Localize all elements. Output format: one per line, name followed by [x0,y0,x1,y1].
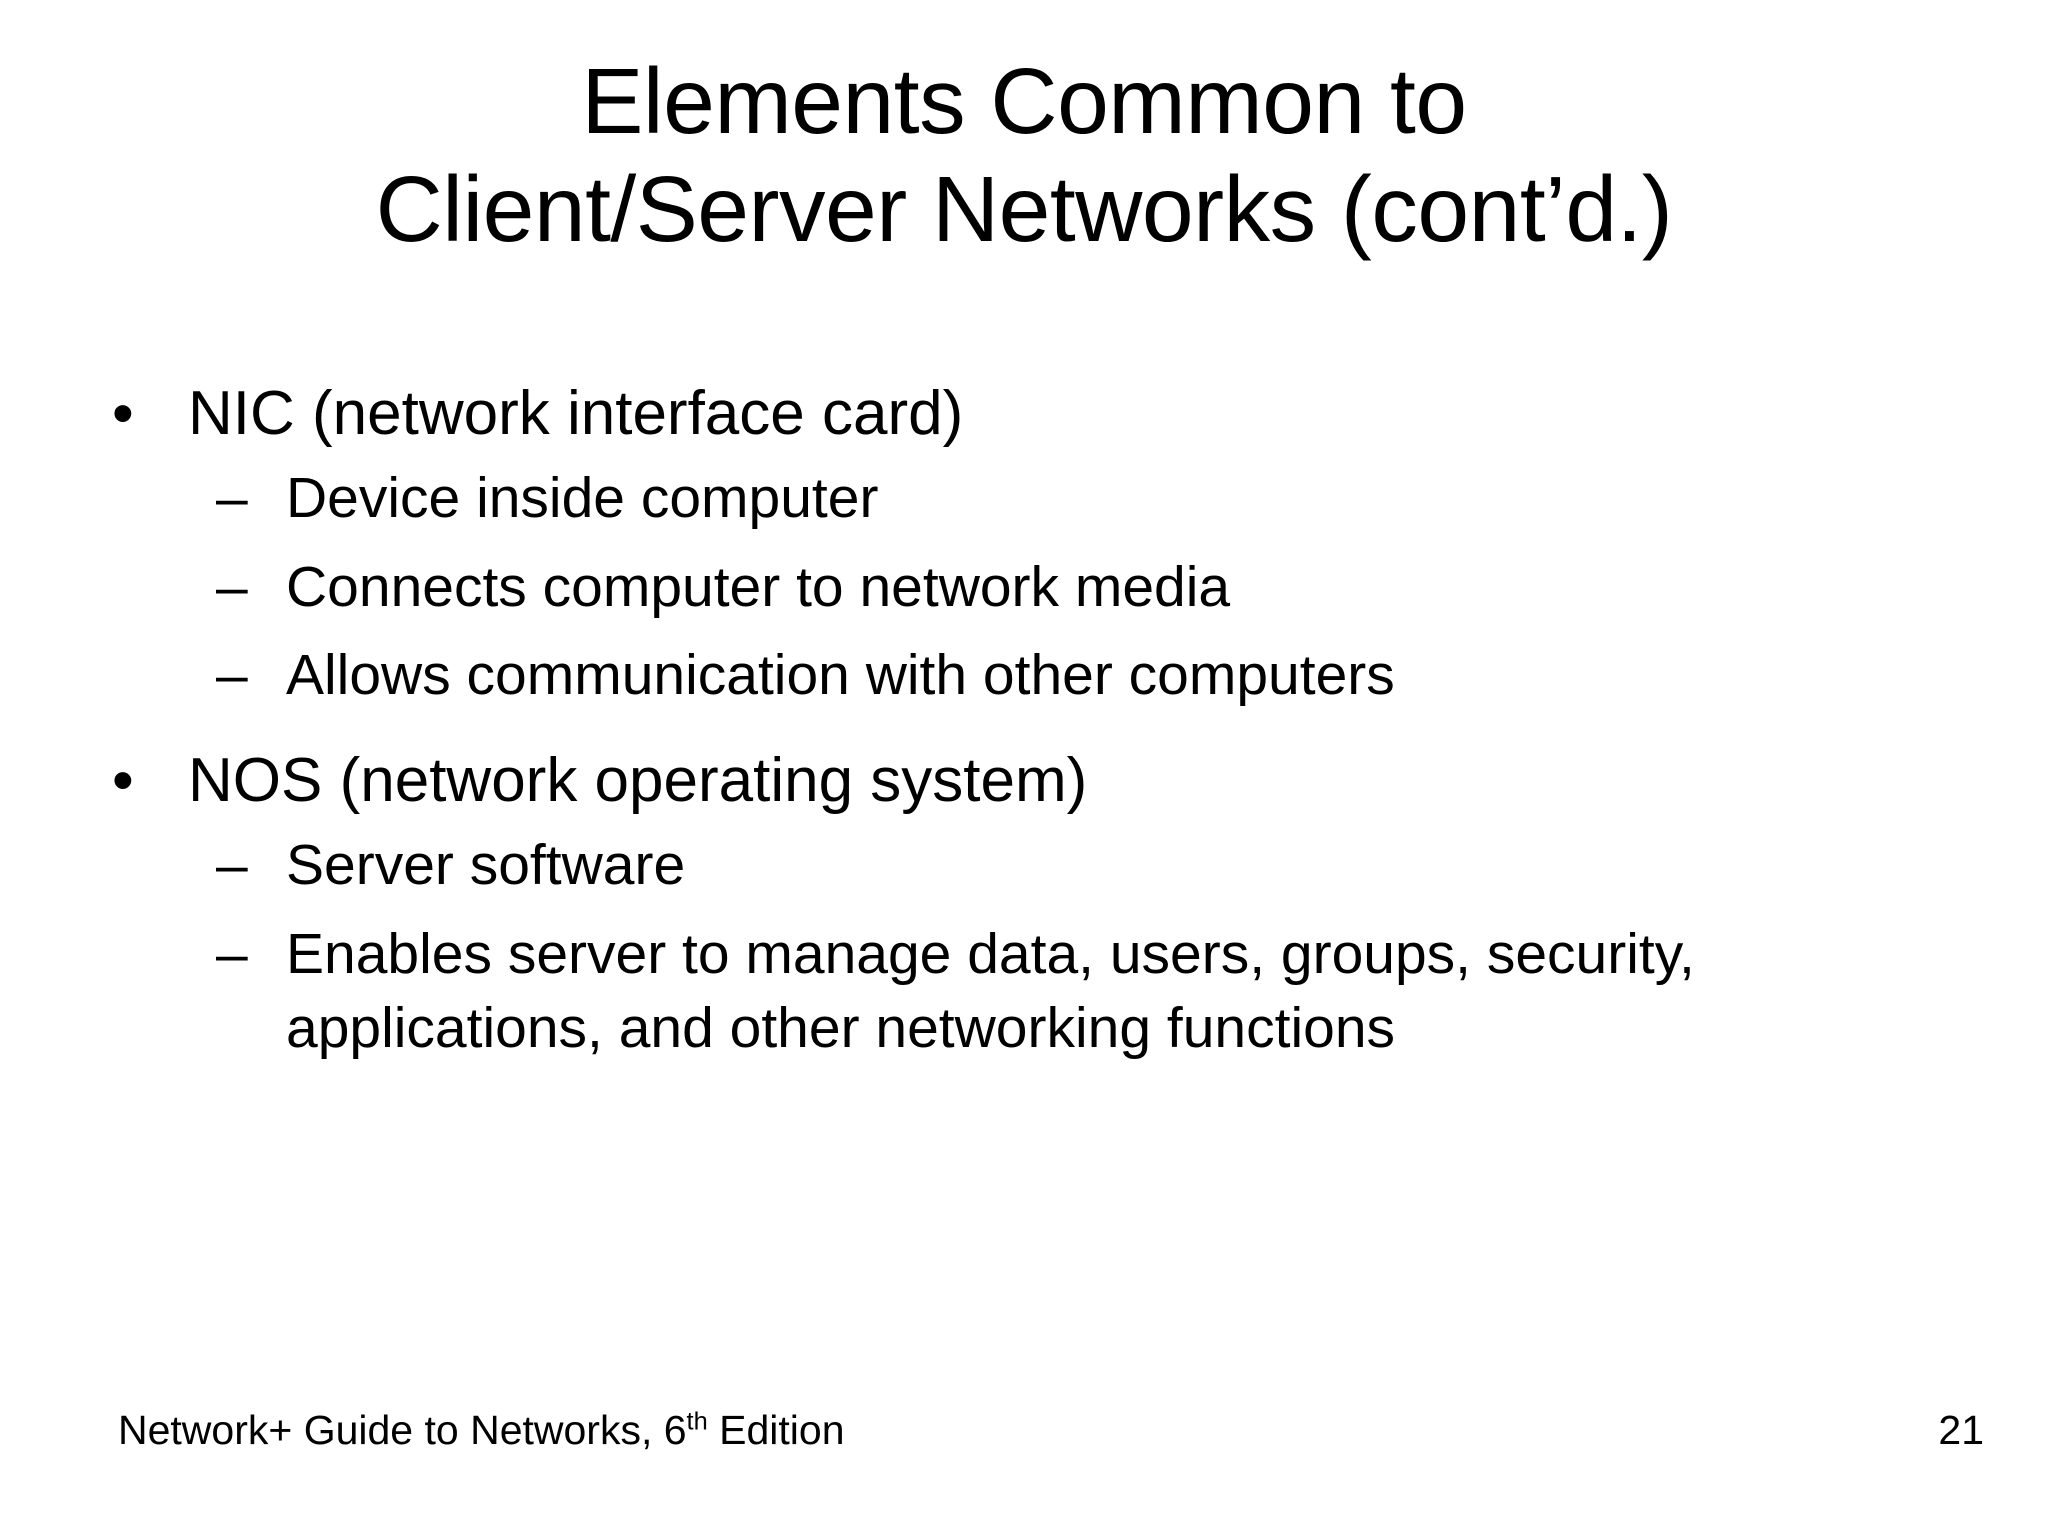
sub-bullet-text: Server software [286,833,686,898]
sub-bullet-text: Allows communication with other computer… [286,643,1395,708]
footer-edition-label: Edition [707,1407,845,1453]
bullet-dot-icon: • [112,746,134,816]
sub-bullet-server-software: – Server software [104,828,1974,903]
footer-book-title: Network+ Guide to Networks, 6 [118,1407,687,1453]
footer-source-text: Network+ Guide to Networks, 6th Edition [118,1406,845,1455]
bullet-item-nos: • NOS (network operating system) [104,739,1974,822]
slide-title-line-2: Client/Server Networks (cont’d.) [375,156,1673,261]
slide-title: Elements Common to Client/Server Network… [104,48,1944,264]
sub-bullet-text: Connects computer to network media [286,554,1231,619]
slide-page-number: 21 [1938,1407,1984,1453]
bullet-text: NOS (network operating system) [188,746,1088,816]
slide-body: • NIC (network interface card) – Device … [104,372,1974,1080]
footer-ordinal-suffix: th [686,1407,708,1436]
bullet-dash-icon: – [216,833,248,898]
slide-footer: Network+ Guide to Networks, 6th Edition … [0,1406,2048,1476]
slide-title-line-1: Elements Common to [581,49,1467,153]
bullet-dash-icon: – [216,643,248,708]
sub-bullet-enables-server-manage: – Enables server to manage data, users, … [104,917,1974,1066]
bullet-dot-icon: • [112,379,134,448]
sub-bullet-allows-communication: – Allows communication with other comput… [104,638,1974,713]
bullet-dash-icon: – [216,921,248,986]
sub-bullet-device-inside-computer: – Device inside computer [104,461,1974,536]
bullet-item-nic: • NIC (network interface card) [104,372,1974,455]
bullet-dash-icon: – [216,554,248,619]
sub-bullet-text: Enables server to manage data, users, gr… [286,921,1695,1061]
sub-bullet-text: Device inside computer [286,466,879,531]
bullet-text: NIC (network interface card) [188,379,964,448]
bullet-dash-icon: – [216,466,248,531]
sub-bullet-connects-computer: – Connects computer to network media [104,550,1974,625]
